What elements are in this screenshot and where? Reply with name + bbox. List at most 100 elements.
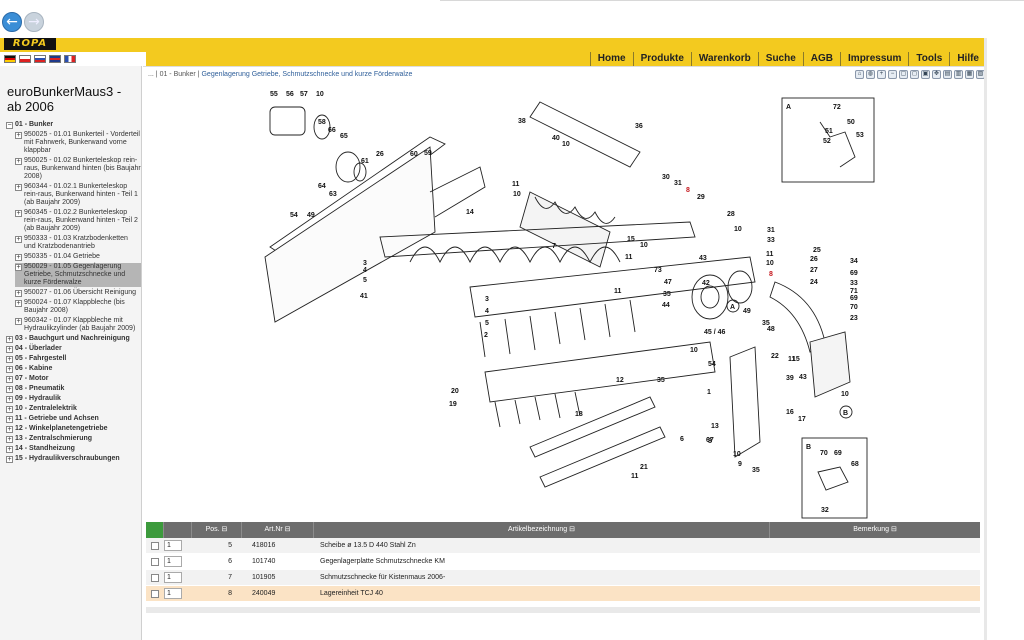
vertical-scrollbar[interactable] <box>984 38 987 640</box>
expand-icon[interactable]: + <box>15 236 22 243</box>
print-preview-icon[interactable]: ▤ <box>943 70 952 79</box>
tree-item[interactable]: +950027 - 01.06 Übersicht Reinigung <box>15 289 141 297</box>
tree-item-label[interactable]: 960345 - 01.02.2 Bunkerteleskop rein-rau… <box>24 209 138 232</box>
expand-icon[interactable]: + <box>6 356 13 363</box>
tree-item-label[interactable]: 950027 - 01.06 Übersicht Reinigung <box>24 289 137 296</box>
callout-72[interactable]: 72 <box>833 104 841 111</box>
callout-52[interactable]: 52 <box>823 138 831 145</box>
callout-44[interactable]: 44 <box>662 302 670 309</box>
callout-26[interactable]: 26 <box>376 151 384 158</box>
tree-item-label[interactable]: 08 - Pneumatik <box>15 385 65 392</box>
callout-31[interactable]: 31 <box>767 227 775 234</box>
callout-11[interactable]: 11 <box>631 473 639 480</box>
callout-59[interactable]: 59 <box>424 150 432 157</box>
zoom-fit-icon[interactable]: ▢ <box>899 70 908 79</box>
expand-icon[interactable]: + <box>6 426 13 433</box>
tree-item[interactable]: +14 - Standheizung <box>6 445 141 453</box>
callout-43[interactable]: 43 <box>699 255 707 262</box>
callout-69[interactable]: 69 <box>834 450 842 457</box>
callout-10[interactable]: 10 <box>316 91 324 98</box>
expand-icon[interactable]: + <box>15 158 22 165</box>
nav-home[interactable]: Home <box>589 52 633 66</box>
qty-input[interactable]: 1 <box>164 556 182 567</box>
tree-item-label[interactable]: 14 - Standheizung <box>15 445 75 452</box>
expand-icon[interactable]: + <box>15 254 22 261</box>
callout-24[interactable]: 24 <box>810 279 818 286</box>
callout-34[interactable]: 34 <box>850 258 858 265</box>
nav-tools[interactable]: Tools <box>908 52 949 66</box>
tree-item-label[interactable]: 950335 - 01.04 Getriebe <box>24 253 100 260</box>
callout-11[interactable]: 11 <box>614 288 622 295</box>
callout-64[interactable]: 64 <box>318 183 326 190</box>
callout-54[interactable]: 54 <box>708 361 716 368</box>
callout-10[interactable]: 10 <box>766 260 774 267</box>
expand-icon[interactable]: + <box>15 184 22 191</box>
sort-icon[interactable]: ⊟ <box>221 526 228 533</box>
select-all-checkbox[interactable] <box>146 522 164 538</box>
flag-de-icon[interactable] <box>4 55 16 63</box>
callout-18[interactable]: 18 <box>575 411 583 418</box>
callout-19[interactable]: 19 <box>449 401 457 408</box>
nav-suche[interactable]: Suche <box>757 52 803 66</box>
breadcrumb-section[interactable]: 01 - Bunker <box>159 71 196 78</box>
horizontal-scrollbar[interactable] <box>146 607 980 613</box>
globe-icon[interactable]: ◍ <box>866 70 875 79</box>
expand-icon[interactable]: + <box>6 406 13 413</box>
page-icon[interactable]: ▦ <box>965 70 974 79</box>
callout-10[interactable]: 10 <box>841 391 849 398</box>
callout-61[interactable]: 61 <box>361 158 369 165</box>
expand-icon[interactable]: + <box>6 436 13 443</box>
remark-header[interactable]: Bemerkung ⊟ <box>853 526 897 533</box>
desc-header[interactable]: Artikelbezeichnung ⊟ <box>314 522 770 538</box>
expand-icon[interactable]: + <box>15 264 22 271</box>
flag-ru-icon[interactable] <box>34 55 46 63</box>
forward-arrow-icon[interactable]: → <box>24 12 44 32</box>
tree-item[interactable]: +960344 - 01.02.1 Bunkerteleskop rein-ra… <box>15 183 141 207</box>
tree-item[interactable]: +08 - Pneumatik <box>6 385 141 393</box>
expand-icon[interactable]: + <box>15 290 22 297</box>
callout-38[interactable]: 38 <box>518 118 526 125</box>
row-checkbox[interactable] <box>151 573 159 582</box>
callout-7[interactable]: 7 <box>552 243 556 250</box>
tree-item[interactable]: +07 - Motor <box>6 375 141 383</box>
callout-33[interactable]: 33 <box>850 280 858 287</box>
nav-produkte[interactable]: Produkte <box>632 52 691 66</box>
callout-49[interactable]: 49 <box>307 212 315 219</box>
callout-50[interactable]: 50 <box>847 119 855 126</box>
tree-item-label[interactable]: 03 - Bauchgurt und Nachreinigung <box>15 335 130 342</box>
callout-35[interactable]: 35 <box>657 377 665 384</box>
tree-item-label[interactable]: 04 - Überlader <box>15 345 62 352</box>
callout-43[interactable]: 43 <box>799 374 807 381</box>
callout-42[interactable]: 42 <box>702 280 710 287</box>
callout-35[interactable]: 35 <box>663 291 671 298</box>
callout-51[interactable]: 51 <box>825 128 833 135</box>
tree-item-label[interactable]: 950025 - 01.02 Bunkerteleskop rein-raus,… <box>24 157 141 180</box>
callout-4[interactable]: 4 <box>485 308 489 315</box>
callout-60[interactable]: 60 <box>410 151 418 158</box>
expand-icon[interactable]: + <box>6 376 13 383</box>
nav-agb[interactable]: AGB <box>802 52 840 66</box>
callout-39[interactable]: 39 <box>786 375 794 382</box>
callout-3[interactable]: 3 <box>363 260 367 267</box>
callout-63[interactable]: 63 <box>329 191 337 198</box>
expand-icon[interactable]: + <box>6 456 13 463</box>
select-icon[interactable]: ▣ <box>921 70 930 79</box>
tree-item-label[interactable]: 01 - Bunker <box>15 121 54 128</box>
callout-55[interactable]: 55 <box>270 91 278 98</box>
callout-29[interactable]: 29 <box>697 194 705 201</box>
tree-item-label[interactable]: 05 - Fahrgestell <box>15 355 67 362</box>
callout-68[interactable]: 68 <box>851 461 859 468</box>
tree-item[interactable]: +12 - Winkelplanetengetriebe <box>6 425 141 433</box>
sort-icon[interactable]: ⊟ <box>284 526 291 533</box>
callout-32[interactable]: 32 <box>821 507 829 514</box>
callout-13[interactable]: 13 <box>711 423 719 430</box>
callout-54[interactable]: 54 <box>290 212 298 219</box>
tree-item[interactable]: +950025 - 01.01 Bunkerteil - Vorderteil … <box>15 131 141 155</box>
tree-item[interactable]: +11 - Getriebe und Achsen <box>6 415 141 423</box>
expand-icon[interactable]: + <box>15 300 22 307</box>
expand-icon[interactable]: + <box>6 366 13 373</box>
